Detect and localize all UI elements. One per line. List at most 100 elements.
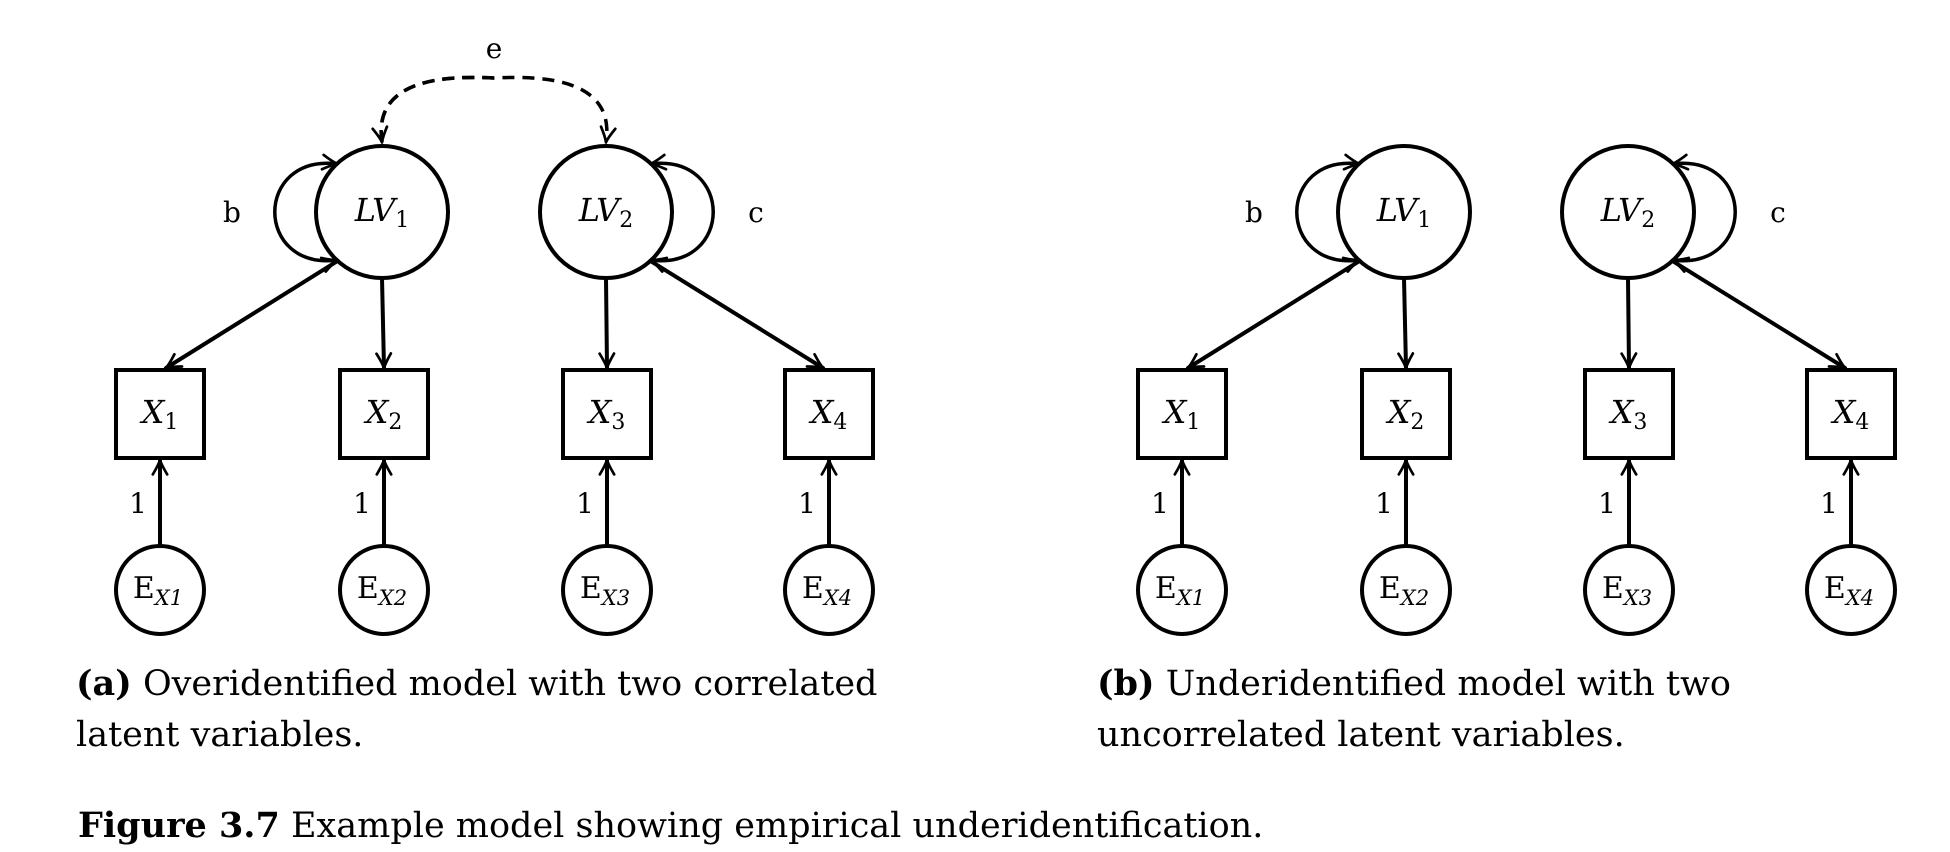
observed-variable-2-label-base: X xyxy=(363,393,390,431)
error-term-2-label: EX2 xyxy=(357,571,407,610)
panel-a-caption-tag: (a) xyxy=(76,663,132,704)
latent-variable-2-label-base: LV xyxy=(578,191,622,229)
observed-variable-1 xyxy=(114,368,206,460)
error-term-1-label: EX1 xyxy=(133,571,183,610)
figure-caption-text: Example model showing empirical underide… xyxy=(291,806,1264,846)
error-term-2-label: EX2 xyxy=(1379,571,1429,610)
error-loading-label-1: 1 xyxy=(1151,487,1169,520)
observed-variable-1-label-base: X xyxy=(1161,393,1188,431)
observed-variable-1-label-subscript: 1 xyxy=(1186,410,1200,435)
variance-loop-1 xyxy=(1295,163,1359,263)
observed-variable-4-label-subscript: 4 xyxy=(833,410,847,435)
observed-variable-4-label: X4 xyxy=(808,393,848,436)
latent-variable-1-label: LV1 xyxy=(1376,191,1432,234)
loading-arrow-2 xyxy=(1404,276,1406,370)
correlation-label: e xyxy=(486,32,503,65)
panel-a-caption: (a) Overidentified model with two correl… xyxy=(76,658,976,761)
error-term-4-label: EX4 xyxy=(802,571,852,610)
error-term-1-label-base: E xyxy=(133,571,155,606)
observed-variable-2-label-subscript: 2 xyxy=(388,410,402,435)
error-loading-label-2: 1 xyxy=(353,487,371,520)
error-loading-label-1: 1 xyxy=(129,487,147,520)
observed-variable-3-label-subscript: 3 xyxy=(611,410,625,435)
latent-variable-1-label-subscript: 1 xyxy=(1417,208,1431,233)
error-loading-label-4: 1 xyxy=(798,487,816,520)
observed-variable-4 xyxy=(1805,368,1897,460)
observed-variable-3-label: X3 xyxy=(586,393,626,436)
figure-caption: Figure 3.7 Example model showing empiric… xyxy=(78,800,1928,852)
observed-variable-3-label-base: X xyxy=(586,393,613,431)
error-term-3-label-base: E xyxy=(580,571,602,606)
error-term-3-label-subscript: X3 xyxy=(1622,586,1652,610)
panel-b-caption-text: Underidentified model with two uncorrela… xyxy=(1097,664,1731,755)
observed-variable-2-label-base: X xyxy=(1385,393,1412,431)
correlation-arrow-left-head xyxy=(381,75,495,142)
loading-arrow-4 xyxy=(648,258,823,368)
error-term-4-label-subscript: X4 xyxy=(1844,586,1874,610)
panel-b-caption-tag: (b) xyxy=(1097,663,1155,704)
observed-variable-2-label: X2 xyxy=(363,393,403,436)
variance-label-2: c xyxy=(1770,196,1786,229)
latent-variable-1-label: LV1 xyxy=(354,191,410,234)
variance-label-1: b xyxy=(1245,196,1263,229)
error-term-3-label: EX3 xyxy=(1602,571,1652,610)
observed-variable-1-label: X1 xyxy=(139,393,179,436)
latent-variable-2-label-subscript: 2 xyxy=(1641,208,1655,233)
error-term-1-label-subscript: X1 xyxy=(1175,586,1205,610)
panel-a-caption-text: Overidentified model with two correlated… xyxy=(76,664,878,755)
observed-variable-4-label-subscript: 4 xyxy=(1855,410,1869,435)
error-term-4-label: EX4 xyxy=(1824,571,1874,610)
error-loading-label-3: 1 xyxy=(576,487,594,520)
variance-loop-1 xyxy=(273,163,337,263)
error-term-2-label-subscript: X2 xyxy=(1399,586,1429,610)
error-term-3-label: EX3 xyxy=(580,571,630,610)
variance-label-1: b xyxy=(223,196,241,229)
observed-variable-3-label-subscript: 3 xyxy=(1633,410,1647,435)
loading-arrow-3 xyxy=(606,276,607,370)
error-loading-label-3: 1 xyxy=(1598,487,1616,520)
latent-variable-2-label: LV2 xyxy=(578,191,634,234)
error-loading-label-2: 1 xyxy=(1375,487,1393,520)
observed-variable-1-label-base: X xyxy=(139,393,166,431)
loading-arrow-1 xyxy=(1188,258,1362,368)
error-term-1-label-subscript: X1 xyxy=(153,586,183,610)
observed-variable-1-label: X1 xyxy=(1161,393,1201,436)
error-term-1-label-base: E xyxy=(1155,571,1177,606)
observed-variable-2-label: X2 xyxy=(1385,393,1425,436)
latent-variable-2-label: LV2 xyxy=(1600,191,1656,234)
latent-variable-1-label-base: LV xyxy=(1376,191,1420,229)
observed-variable-4-label-base: X xyxy=(1830,393,1857,431)
observed-variable-4-label: X4 xyxy=(1830,393,1870,436)
loading-arrow-3 xyxy=(1628,276,1629,370)
error-term-4-label-base: E xyxy=(1824,571,1846,606)
error-term-3-label-base: E xyxy=(1602,571,1624,606)
observed-variable-3-label: X3 xyxy=(1608,393,1648,436)
error-term-2-label-subscript: X2 xyxy=(377,586,407,610)
observed-variable-1 xyxy=(1136,368,1228,460)
error-term-2-label-base: E xyxy=(357,571,379,606)
observed-variable-4 xyxy=(783,368,875,460)
observed-variable-3-label-base: X xyxy=(1608,393,1635,431)
error-term-1-label: EX1 xyxy=(1155,571,1205,610)
error-term-4-label-subscript: X4 xyxy=(822,586,852,610)
latent-variable-2-label-subscript: 2 xyxy=(619,208,633,233)
loading-arrow-1 xyxy=(166,258,340,368)
figure-caption-tag: Figure 3.7 xyxy=(78,805,280,846)
observed-variable-2 xyxy=(338,368,430,460)
latent-variable-2-label-base: LV xyxy=(1600,191,1644,229)
variance-loop-2 xyxy=(1673,163,1737,263)
latent-variable-1-label-base: LV xyxy=(354,191,398,229)
error-loading-label-4: 1 xyxy=(1820,487,1838,520)
error-term-2-label-base: E xyxy=(1379,571,1401,606)
observed-variable-2-label-subscript: 2 xyxy=(1410,410,1424,435)
error-term-4-label-base: E xyxy=(802,571,824,606)
observed-variable-4-label-base: X xyxy=(808,393,835,431)
variance-loop-2 xyxy=(651,163,715,263)
loading-arrow-4 xyxy=(1670,258,1845,368)
panel-b-caption: (b) Underidentified model with two uncor… xyxy=(1097,658,1917,761)
observed-variable-1-label-subscript: 1 xyxy=(164,410,178,435)
latent-variable-1-label-subscript: 1 xyxy=(395,208,409,233)
